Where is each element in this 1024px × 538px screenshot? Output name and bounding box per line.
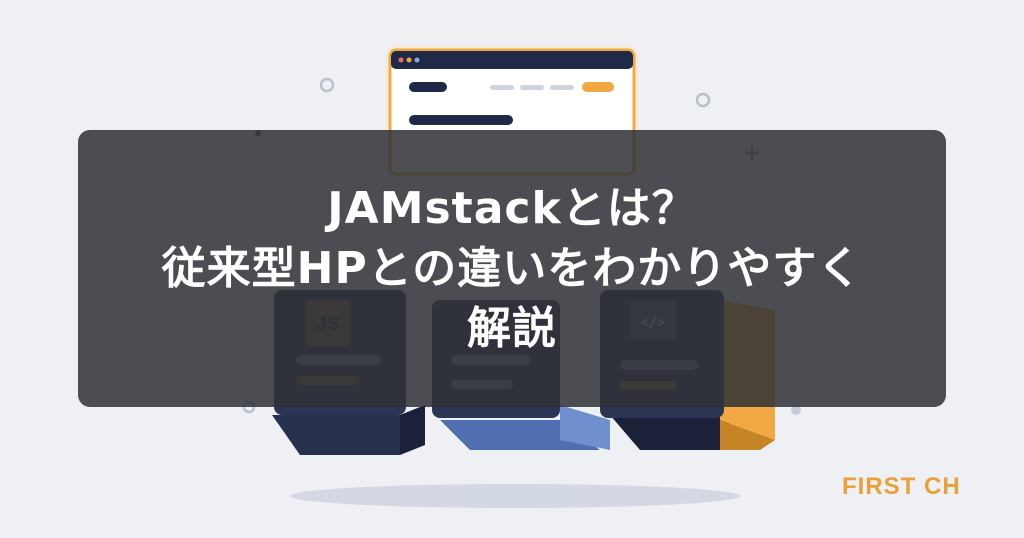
- title-overlay: JAMstackとは？ 従来型HPとの違いをわかりやすく 解説: [78, 130, 946, 407]
- decor-dot-icon: [791, 405, 801, 415]
- headline-line-2: 従来型HPとの違いをわかりやすく: [161, 242, 863, 294]
- headline-line-3: 解説: [467, 302, 557, 354]
- brand-logo: FIRST CH: [842, 473, 961, 500]
- decor-circle-icon: [319, 77, 335, 93]
- headline-line-1: JAMstackとは？: [327, 182, 697, 234]
- ground-shadow: [290, 484, 740, 508]
- decor-circle-icon: [695, 92, 711, 108]
